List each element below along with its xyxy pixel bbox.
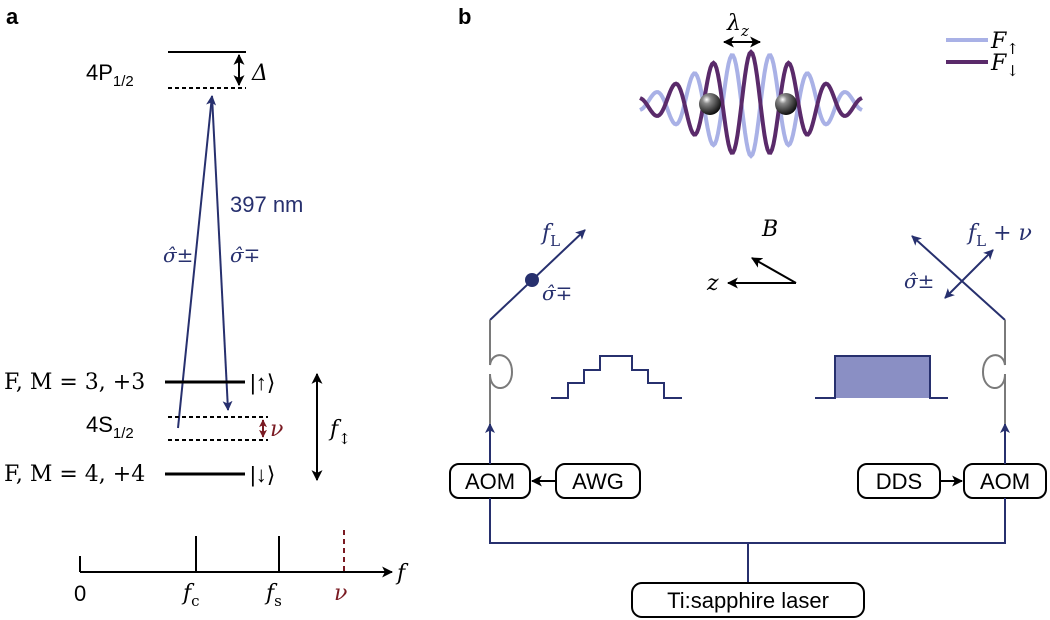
ion-left [699, 93, 721, 115]
aom-left-label: AOM [465, 469, 515, 494]
frequency-axis: 0 fc fs ν f [74, 530, 409, 610]
left-beam-path: fL σ̂∓ [485, 221, 586, 440]
sigma-pm-label: σ̂± [163, 243, 193, 267]
detuning-label: Δ [251, 61, 268, 86]
qubit-frequency-label: f↕ [328, 417, 351, 448]
dds-label: DDS [876, 469, 922, 494]
panel-a-label: a [6, 4, 19, 29]
control-electronics: AOM AWG DDS AOM Ti:sapphire laser [449, 440, 1047, 618]
f-down-wave [639, 49, 863, 155]
z-axis-label: z [706, 271, 719, 296]
left-polarization-dot [525, 273, 539, 287]
zero-tick-label: 0 [74, 581, 86, 606]
sigma-pm-beam-arrow [177, 95, 217, 429]
left-beam-arrow [489, 229, 586, 321]
stepped-pulse-fill [551, 356, 682, 398]
left-fibre [489, 320, 514, 400]
left-beam-frequency: fL [540, 221, 560, 250]
left-beam-polarization: σ̂∓ [542, 281, 572, 305]
awg-label: AWG [572, 469, 624, 494]
right-beam-polarization: σ̂± [904, 269, 934, 293]
right-polarization-arrow [944, 249, 994, 299]
legend-f-down-label: F↓ [990, 51, 1019, 80]
laser-label: Ti:sapphire laser [667, 588, 829, 613]
down-ket-label: |↓⟩ [250, 462, 275, 487]
lattice-period-label: λz [726, 11, 749, 40]
aom-right-label: AOM [980, 469, 1030, 494]
square-pulse-fill [835, 356, 930, 398]
s-level-label: 4S1/2 [86, 412, 134, 442]
up-state-label: F, M = 3, +3 [4, 370, 145, 395]
b-field-arrow [751, 257, 797, 284]
nu-tick-label: ν [334, 581, 347, 606]
square-pulse-shape [815, 355, 948, 399]
optical-lattice: λz [639, 11, 863, 159]
nu-splitting-label: ν [270, 417, 283, 442]
panel-b-label: b [458, 4, 471, 29]
up-ket-label: |↑⟩ [250, 370, 275, 395]
b-field-label: B [761, 217, 778, 242]
coordinate-axes: B z [706, 217, 797, 296]
legend-f-up-label: F↑ [990, 29, 1019, 58]
sigma-mp-label: σ̂∓ [230, 243, 260, 267]
energy-level-diagram: 4P1/2 Δ 397 nm σ̂± σ̂∓ F, M = 3, +3 F, M… [4, 51, 351, 487]
ion-right [775, 93, 797, 115]
right-beam-frequency: fL + ν [966, 221, 1032, 250]
fc-tick-label: fc [181, 581, 200, 610]
f-up-wave [639, 53, 863, 159]
p-level-label: 4P1/2 [86, 60, 134, 90]
down-state-label: F, M = 4, +4 [4, 462, 145, 487]
right-fibre [981, 320, 1006, 400]
laser-box [631, 582, 865, 618]
laser-distribution-line [489, 498, 1006, 544]
lattice-legend: F↑ F↓ [946, 29, 1019, 80]
wavelength-label: 397 nm [230, 192, 303, 217]
sigma-mp-beam-arrow [211, 95, 233, 411]
fs-tick-label: fs [264, 581, 282, 610]
frequency-axis-label: f [395, 561, 409, 586]
right-beam-path: fL + ν σ̂± [904, 221, 1032, 440]
stepped-pulse-shape [551, 355, 682, 399]
